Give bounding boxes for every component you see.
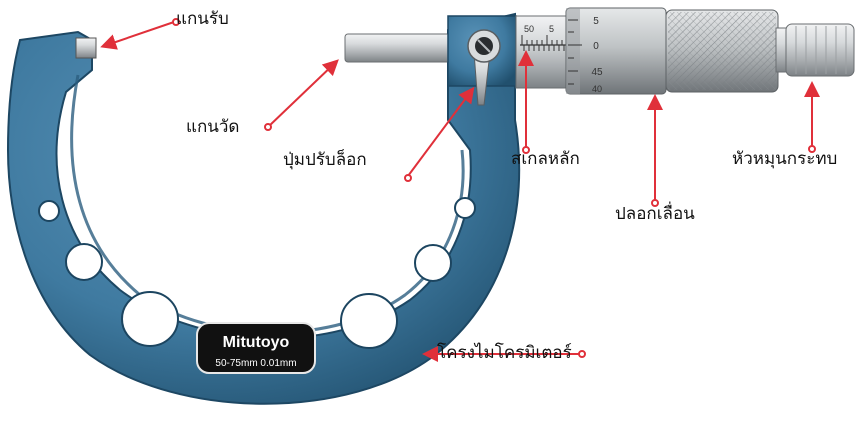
lock-knob [467,29,501,106]
frame-holes [38,197,476,349]
callout-arrows [100,21,820,362]
callout-dot [808,145,816,153]
thimble-number: 0 [593,41,599,52]
frame-hole [454,197,476,219]
spindle [344,33,451,63]
label-frame: โครงไมโครมิเตอร์ [437,343,572,363]
frame-hole [38,200,60,222]
sleeve: 50 5 [515,15,569,89]
brand-spec: 50-75mm 0.01mm [215,358,296,369]
sleeve-number: 5 [549,24,554,34]
arrow-lock [407,86,475,177]
thimble-number: 45 [591,67,603,78]
label-sleeve: สเกลหลัก [511,149,580,169]
ratchet [775,23,855,77]
arrow-spindle [267,59,339,128]
brand-plate: Mitutoyo 50-75mm 0.01mm [196,322,316,374]
sleeve-number: 50 [524,24,534,34]
anvil [75,37,97,59]
frame-hole [414,244,452,282]
callout-dot [264,123,272,131]
brand-name: Mitutoyo [223,334,290,351]
arrow-anvil [100,21,175,50]
thimble-number: 40 [592,84,602,94]
callout-dot [522,146,530,154]
callout-dot [651,199,659,207]
callout-dot [172,18,180,26]
label-lock: ปุ่มปรับล็อก [283,150,367,170]
label-thimble: ปลอกเลื่อน [615,204,695,224]
label-ratchet: หัวหมุนกระทบ [732,149,838,169]
thimble-number: 5 [593,16,599,27]
label-spindle: แกนวัด [186,117,240,137]
frame-ridge [70,74,465,334]
frame-hole [65,243,103,281]
frame-hole [340,293,398,349]
callout-dot [578,350,586,358]
frame-hole [121,291,179,347]
callout-dot [404,174,412,182]
thimble: 5 0 45 40 [565,7,779,95]
label-anvil: แกนรับ [176,9,229,29]
